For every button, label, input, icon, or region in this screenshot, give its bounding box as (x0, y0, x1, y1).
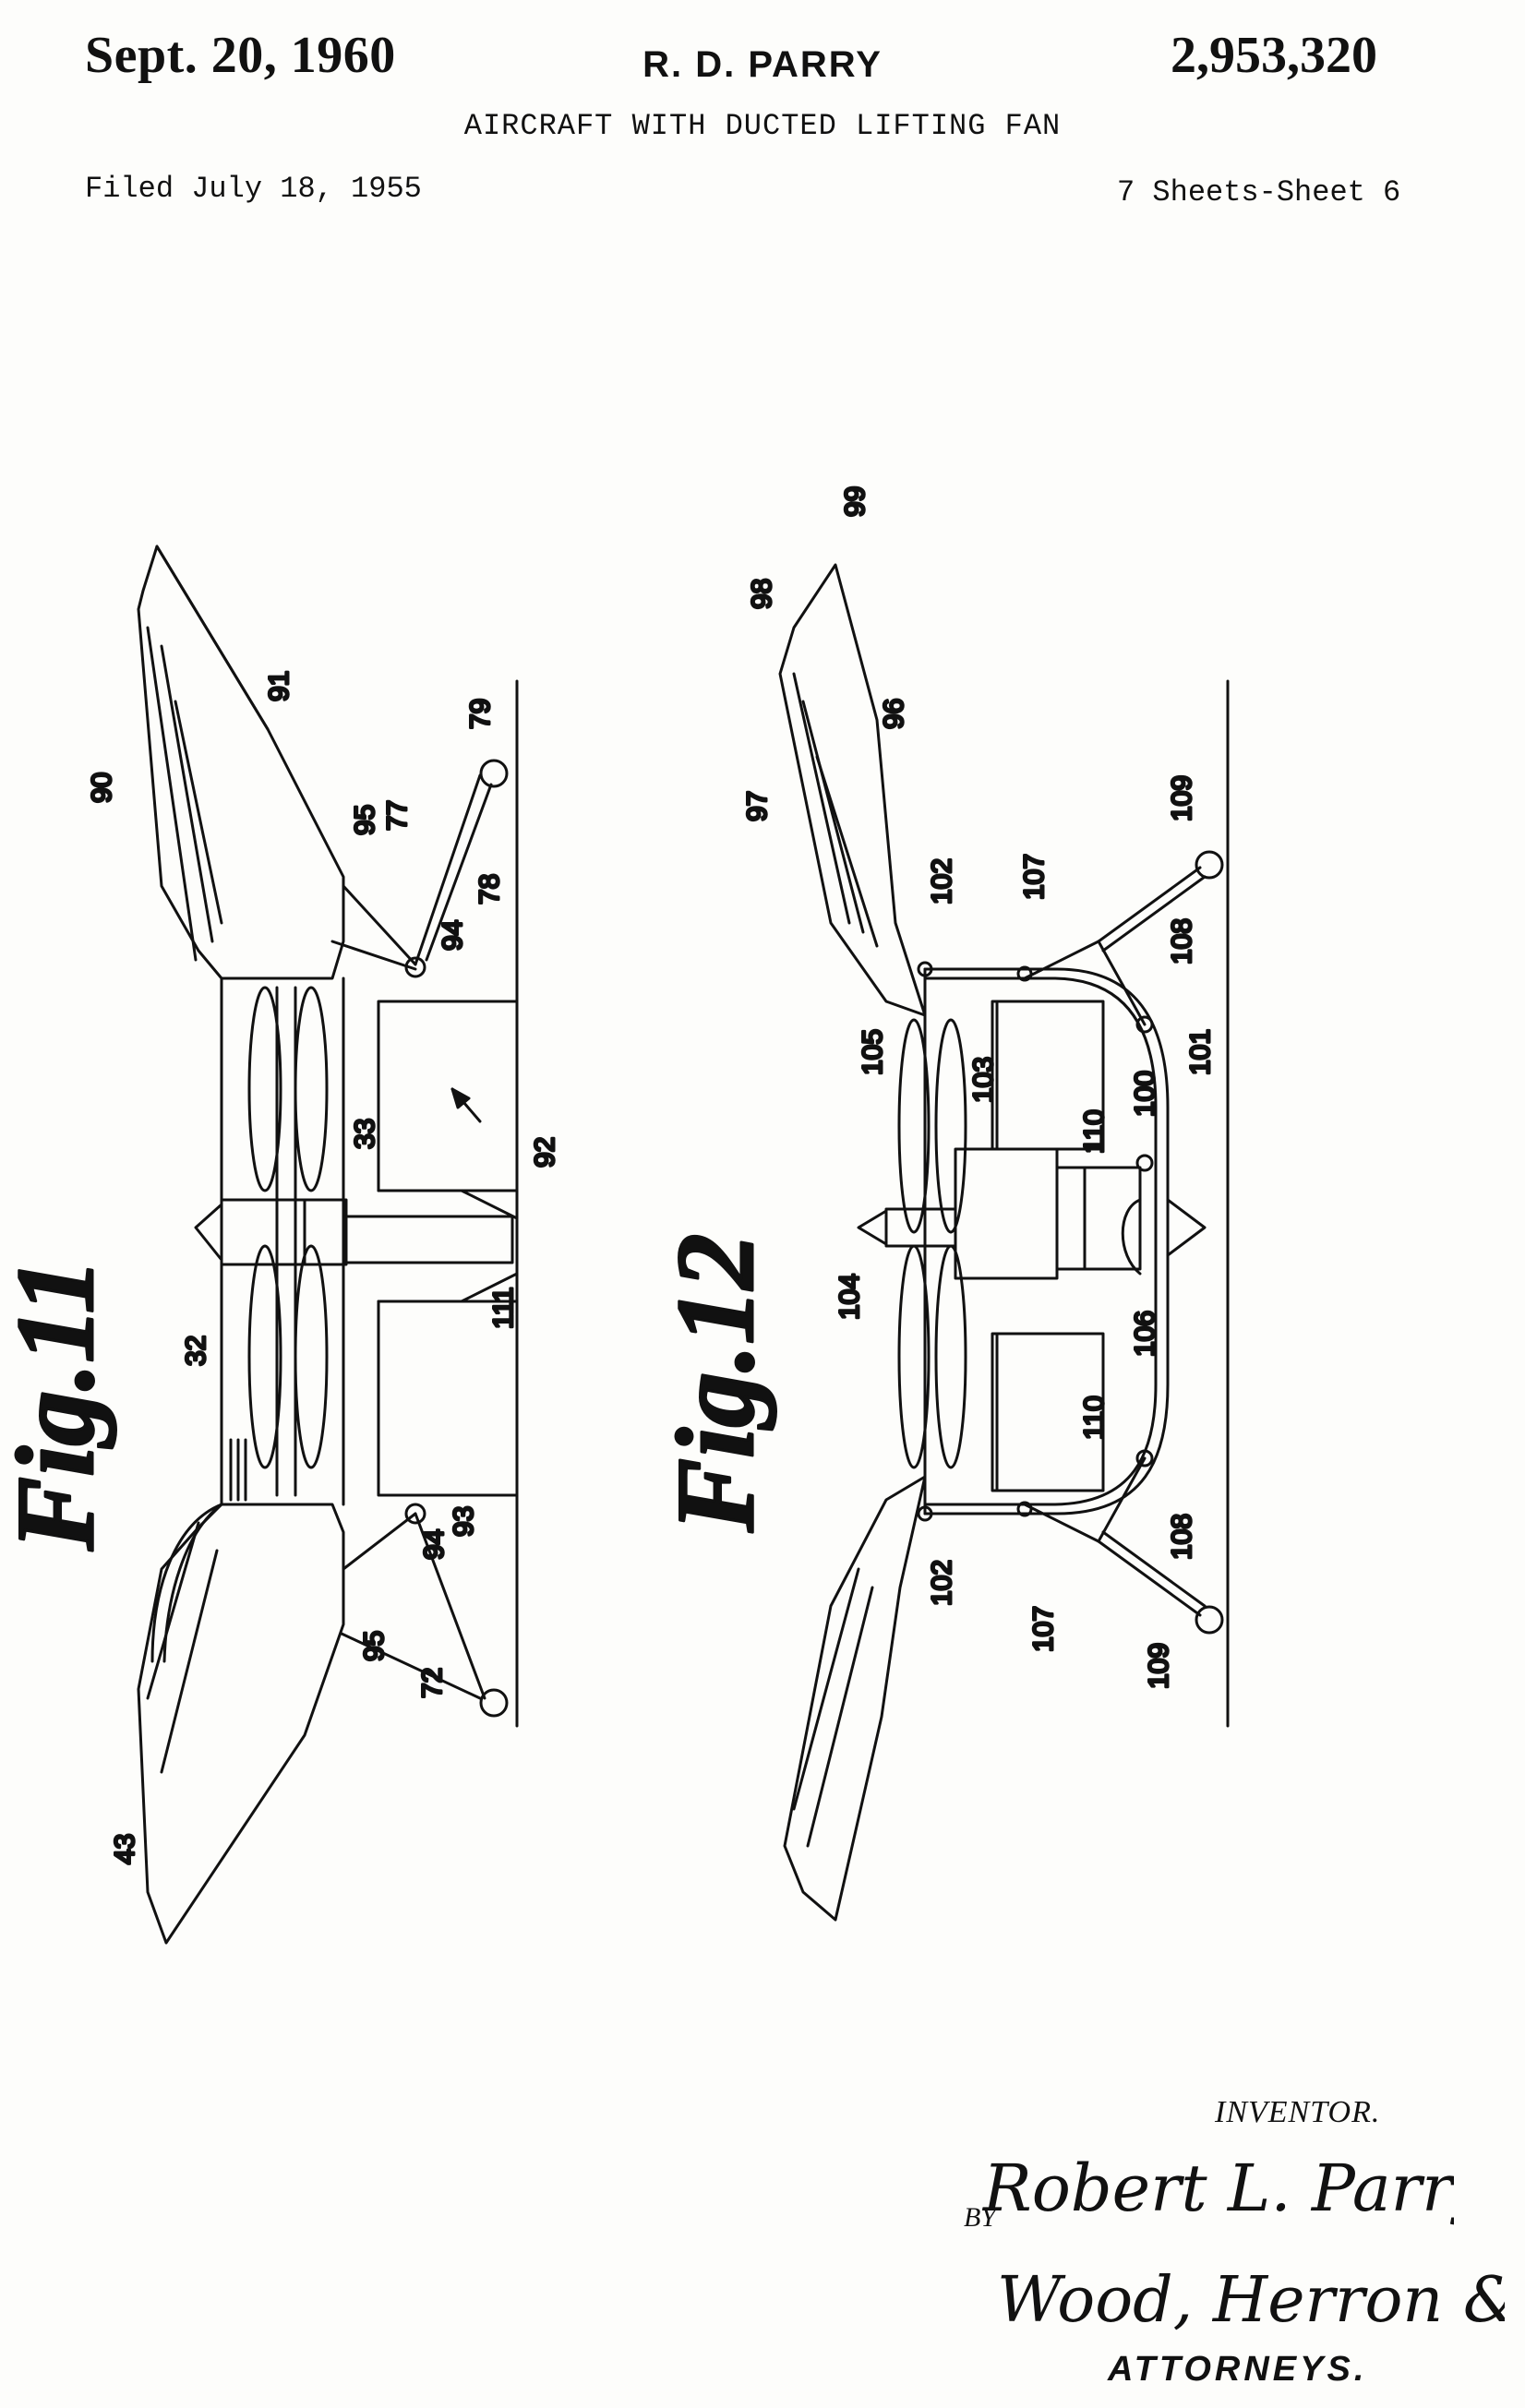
figure-12-label: Fig.12 (654, 1234, 776, 1533)
figure-11-drawing (137, 545, 519, 1945)
figure-12-reference-numbers: 99 98 96 97 102 107 109 108 101 105 103 … (741, 485, 1218, 1690)
figure-11-caption: Fig.11 (0, 1257, 118, 1553)
ref-102: 102 (927, 858, 957, 904)
figure-11-reference-numbers: 90 91 95 77 79 78 94 33 92 32 111 93 94 … (86, 669, 562, 1865)
figure-11-label: Fig.11 (0, 1258, 116, 1551)
ref-95b: 95 (359, 1631, 390, 1661)
ref-104: 104 (835, 1274, 865, 1320)
ref-93: 93 (449, 1506, 479, 1537)
sheet-count: 7 Sheets-Sheet 6 (1117, 175, 1401, 210)
ref-102b: 102 (927, 1560, 957, 1606)
ref-32: 32 (181, 1336, 211, 1366)
ref-100: 100 (1130, 1071, 1160, 1117)
attorneys-label: ATTORNEYS. (1108, 2350, 1368, 2389)
svg-text:Robert L. Parry: Robert L. Parry (981, 2150, 1454, 2226)
ref-110: 110 (1079, 1109, 1110, 1154)
ref-77: 77 (382, 800, 413, 831)
ref-106: 106 (1130, 1311, 1160, 1357)
ref-103: 103 (968, 1057, 999, 1103)
ref-110b: 110 (1079, 1396, 1110, 1440)
ref-101: 101 (1185, 1029, 1216, 1075)
ref-72: 72 (417, 1668, 448, 1698)
ref-95: 95 (350, 805, 380, 835)
ref-108: 108 (1167, 918, 1197, 964)
ref-105: 105 (858, 1029, 888, 1075)
ref-99: 99 (840, 486, 871, 517)
ref-92: 92 (530, 1137, 560, 1168)
ref-33: 33 (350, 1119, 380, 1149)
ref-108b: 108 (1167, 1514, 1197, 1560)
patent-title: AIRCRAFT WITH DUCTED LIFTING FAN (463, 109, 1062, 143)
ref-79: 79 (465, 699, 496, 729)
patent-date: Sept. 20, 1960 (85, 27, 396, 84)
ref-90: 90 (87, 773, 117, 803)
ref-109b: 109 (1144, 1643, 1174, 1689)
svg-text:Wood, Herron & Evans: Wood, Herron & Evans (997, 2264, 1505, 2337)
figure-12-caption: Fig.12 (653, 1232, 778, 1534)
ref-107b: 107 (1028, 1606, 1059, 1652)
attorney-signature: Wood, Herron & Evans (997, 2264, 1505, 2337)
ref-98: 98 (747, 579, 777, 609)
ref-107: 107 (1019, 854, 1050, 900)
figure-12-drawing (778, 563, 1230, 1922)
ref-43: 43 (110, 1834, 140, 1864)
by-label: BY (964, 2202, 997, 2233)
inventor-signature: Robert L. Parry (981, 2150, 1454, 2226)
ref-94: 94 (438, 920, 468, 951)
ref-111: 111 (488, 1287, 519, 1329)
ref-109: 109 (1167, 775, 1197, 821)
ref-96: 96 (879, 699, 909, 729)
filed-date: Filed July 18, 1955 (85, 172, 422, 206)
ref-91: 91 (264, 671, 294, 701)
inventor-name: R. D. PARRY (642, 44, 883, 85)
inventor-label: INVENTOR. (1215, 2095, 1381, 2129)
patent-number: 2,953,320 (1171, 27, 1377, 84)
ref-94b: 94 (419, 1529, 450, 1560)
ref-78: 78 (474, 874, 505, 904)
ref-97: 97 (742, 791, 773, 821)
